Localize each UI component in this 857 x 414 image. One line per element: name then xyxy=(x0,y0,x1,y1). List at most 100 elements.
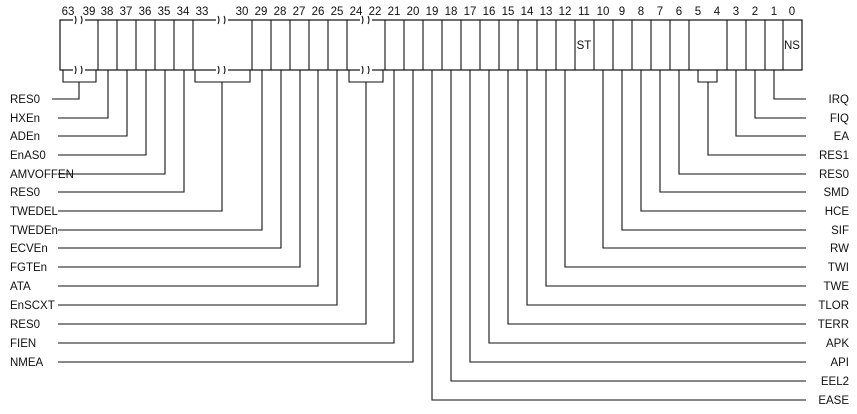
right-leader xyxy=(754,70,806,119)
bit-number: 35 xyxy=(158,6,171,18)
elision-mark xyxy=(73,15,85,25)
right-leader xyxy=(469,70,806,363)
right-field-label: API xyxy=(830,357,849,369)
field-leader-lines xyxy=(52,70,806,401)
right-field-label: EEL2 xyxy=(821,376,849,388)
bit-number: 37 xyxy=(120,6,133,18)
left-field-label: EnSCXT xyxy=(10,300,55,312)
left-leader xyxy=(58,70,166,175)
elision-mark xyxy=(360,65,372,75)
bit-number: 10 xyxy=(597,6,610,18)
right-field-label: RW xyxy=(830,243,849,255)
right-leader xyxy=(707,82,806,156)
left-field-label: EnAS0 xyxy=(10,150,46,162)
register-outline xyxy=(59,19,803,71)
bit-number: 1 xyxy=(771,6,777,18)
right-field-label: HCE xyxy=(825,206,850,218)
bit-number: 36 xyxy=(139,6,152,18)
right-field-label: EA xyxy=(834,131,850,143)
left-field-label: HXEn xyxy=(10,113,40,125)
bit-number: 63 xyxy=(62,6,75,18)
cell-label-st: ST xyxy=(577,40,592,52)
bit-number: 25 xyxy=(331,6,344,18)
left-leader xyxy=(58,70,282,249)
left-field-label: FGTEn xyxy=(10,262,47,274)
right-leader xyxy=(678,70,806,175)
bit-number: 8 xyxy=(638,6,644,18)
right-field-label: SIF xyxy=(831,225,849,237)
left-field-label: ECVEn xyxy=(10,243,48,255)
register-box: ST NS xyxy=(59,15,803,75)
left-field-label: ATA xyxy=(10,281,31,293)
left-leader xyxy=(58,70,395,344)
bit-number: 34 xyxy=(177,6,190,18)
bit-number: 9 xyxy=(619,6,625,18)
bit-number: 26 xyxy=(312,6,325,18)
left-field-label: AMVOFFEN xyxy=(10,169,74,181)
elision-mark xyxy=(73,65,85,75)
elision-mark xyxy=(360,15,372,25)
bit-number: 28 xyxy=(274,6,287,18)
bit-number: 33 xyxy=(196,6,209,18)
bit-number: 11 xyxy=(578,6,590,18)
right-field-labels: IRQFIQEARES1RES0SMDHCESIFRWTWITWETLORTER… xyxy=(818,94,850,407)
right-leader xyxy=(735,70,806,137)
bit-number: 17 xyxy=(464,6,477,18)
right-field-label: TLOR xyxy=(818,300,849,312)
right-field-label: TERR xyxy=(818,319,849,331)
bit-number: 15 xyxy=(502,6,515,18)
bit-number: 2 xyxy=(752,6,758,18)
left-leader xyxy=(58,82,367,325)
field-bracket xyxy=(697,70,718,83)
right-leader xyxy=(659,70,806,193)
left-field-label: RES0 xyxy=(10,319,40,331)
bit-number: 29 xyxy=(255,6,268,18)
left-leader xyxy=(58,70,301,268)
right-field-label: TWE xyxy=(823,281,849,293)
left-leader xyxy=(58,70,414,363)
right-leader xyxy=(545,70,806,287)
bit-number: 21 xyxy=(388,6,401,18)
bit-number: 24 xyxy=(350,6,363,18)
left-leader xyxy=(52,82,80,100)
bit-number: 3 xyxy=(733,6,739,18)
bit-number: 14 xyxy=(521,6,534,18)
bit-number: 16 xyxy=(483,6,496,18)
left-field-label: NMEA xyxy=(10,357,44,369)
left-leader xyxy=(58,70,263,231)
bit-number: 39 xyxy=(83,6,96,18)
right-leader xyxy=(564,70,806,268)
left-leader xyxy=(58,82,223,212)
left-leader xyxy=(58,70,319,287)
right-leader xyxy=(526,70,806,306)
left-field-labels: RES0HXEnADEnEnAS0AMVOFFENRES0TWEDELTWEDE… xyxy=(10,94,74,369)
right-field-label: APK xyxy=(826,338,849,350)
bit-number: 30 xyxy=(236,6,249,18)
left-leader xyxy=(58,70,338,306)
bit-number: 12 xyxy=(559,6,572,18)
bit-number: 20 xyxy=(407,6,420,18)
right-field-label: IRQ xyxy=(829,94,850,106)
right-leader xyxy=(507,70,806,325)
right-leader xyxy=(621,70,806,231)
cell-label-ns: NS xyxy=(784,40,800,52)
bit-number: 5 xyxy=(695,6,701,18)
bit-number: 0 xyxy=(789,6,795,18)
bit-number: 4 xyxy=(714,6,721,18)
right-field-label: TWI xyxy=(828,262,849,274)
right-leader xyxy=(450,70,806,382)
right-field-label: SMD xyxy=(823,187,849,199)
bit-number: 13 xyxy=(540,6,553,18)
right-leader xyxy=(488,70,806,344)
right-field-label: RES0 xyxy=(819,169,849,181)
left-field-label: FIEN xyxy=(10,338,36,350)
right-leader xyxy=(602,70,806,249)
bit-number: 7 xyxy=(657,6,663,18)
right-field-label: FIQ xyxy=(830,113,849,125)
left-leader xyxy=(58,70,128,137)
left-leader xyxy=(58,70,147,156)
elision-mark xyxy=(216,15,228,25)
bit-number: 27 xyxy=(293,6,306,18)
bit-number: 22 xyxy=(369,6,382,18)
